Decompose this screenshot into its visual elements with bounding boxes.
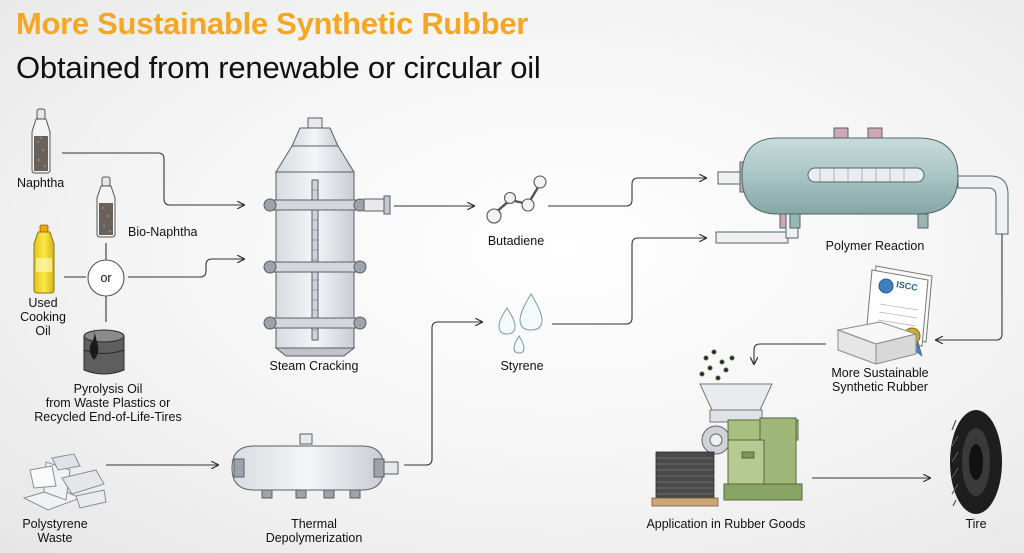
tire-icon bbox=[950, 410, 1002, 514]
arrow-butadiene-to-reactor bbox=[548, 178, 706, 207]
rubber-block-icon bbox=[836, 321, 918, 365]
sustainable-rubber-label: More Sustainable Synthetic Rubber bbox=[831, 366, 929, 394]
page-title: More Sustainable Synthetic Rubber bbox=[16, 6, 529, 41]
tire-label: Tire bbox=[965, 517, 987, 531]
steam-cracker-icon bbox=[263, 117, 391, 357]
naphtha-label: Naphtha bbox=[17, 176, 65, 190]
styrene-label: Styrene bbox=[500, 359, 544, 373]
bio-naphtha-label: Bio-Naphtha bbox=[128, 225, 198, 239]
steam-cracking-label: Steam Cracking bbox=[269, 359, 359, 373]
arrow-naphtha-to-cracker bbox=[62, 152, 244, 205]
naphtha-bottle-icon bbox=[31, 108, 51, 174]
arrow-styrene-to-reactor bbox=[552, 238, 706, 325]
depolymerization-tank-icon bbox=[231, 433, 399, 499]
or-label: or bbox=[100, 271, 112, 285]
butadiene-molecule-icon bbox=[486, 175, 547, 224]
arrow-reactor-to-rubber bbox=[936, 234, 1003, 340]
arrow-depolymerization-to-styrene bbox=[404, 322, 482, 466]
butadiene-label: Butadiene bbox=[487, 234, 545, 248]
bio-naphtha-bottle-icon bbox=[96, 176, 116, 238]
used-cooking-oil-label: Used Cooking Oil bbox=[20, 296, 66, 338]
polymer-reaction-label: Polymer Reaction bbox=[825, 239, 925, 253]
rubber-stack-icon bbox=[651, 451, 719, 507]
arrow-rubber-to-application bbox=[754, 343, 826, 364]
styrene-drops-icon bbox=[498, 293, 543, 354]
polystyrene-waste-icon bbox=[22, 453, 107, 511]
flow-arrows bbox=[62, 152, 1003, 478]
or-connector bbox=[87, 259, 125, 297]
oil-drum-icon bbox=[83, 326, 125, 375]
cooking-oil-bottle-icon bbox=[33, 224, 55, 294]
application-label: Application in Rubber Goods bbox=[646, 517, 806, 531]
polymer-reactor-icon bbox=[715, 127, 1009, 244]
arrow-or-to-cracker bbox=[128, 259, 244, 278]
rubber-machine-icon bbox=[699, 349, 803, 501]
page-subtitle: Obtained from renewable or circular oil bbox=[16, 50, 541, 85]
pyrolysis-oil-label: Pyrolysis Oil from Waste Plastics or Rec… bbox=[34, 382, 182, 424]
polystyrene-waste-label: Polystyrene Waste bbox=[22, 517, 88, 545]
thermal-depolymerization-label: Thermal Depolymerization bbox=[265, 517, 363, 545]
